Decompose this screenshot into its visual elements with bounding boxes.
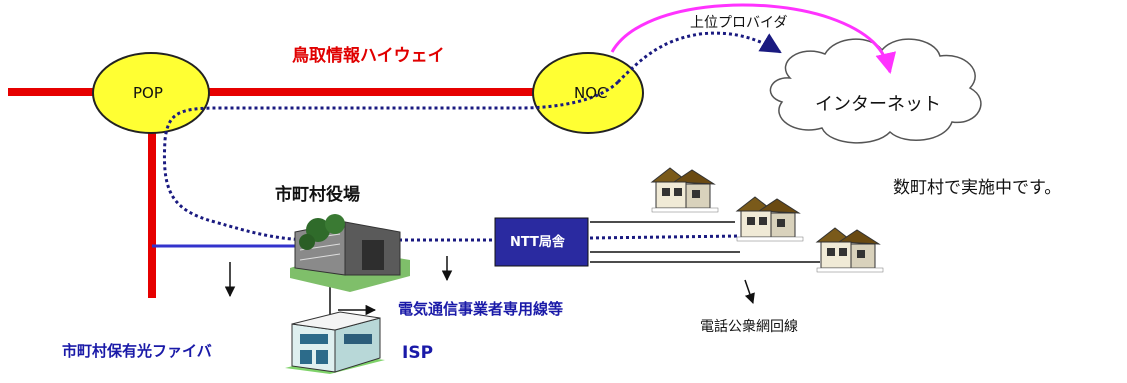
isp-building-icon xyxy=(285,311,385,374)
internet-label: インターネット xyxy=(815,94,941,115)
ntt-office-box xyxy=(494,217,589,267)
noc-label: NOC xyxy=(574,84,608,102)
municipal-fiber-label: 市町村保有光ファイバ xyxy=(62,342,212,360)
pop-label: POP xyxy=(133,84,163,102)
telecom-line-label: 電気通信事業者専用線等 xyxy=(398,300,564,318)
ntt-office-label: NTT局舎 xyxy=(510,235,565,250)
phone-network-label: 電話公衆網回線 xyxy=(700,319,798,335)
house-icon xyxy=(815,227,884,273)
highway-label: 鳥取情報ハイウェイ xyxy=(292,46,445,66)
isp-label: ISP xyxy=(402,343,434,363)
internet-cloud xyxy=(769,38,982,144)
town-office-label: 市町村役場 xyxy=(275,185,360,205)
phone-lines xyxy=(590,221,820,263)
house-icon xyxy=(735,196,804,242)
noc-node xyxy=(532,52,644,134)
town-office-icon xyxy=(290,214,410,292)
house-icon xyxy=(650,167,719,213)
upper-provider-label: 上位プロバイダ xyxy=(690,15,788,31)
status-note: 数町村で実施中です。 xyxy=(893,178,1062,198)
upper-provider-arrow xyxy=(610,3,897,75)
